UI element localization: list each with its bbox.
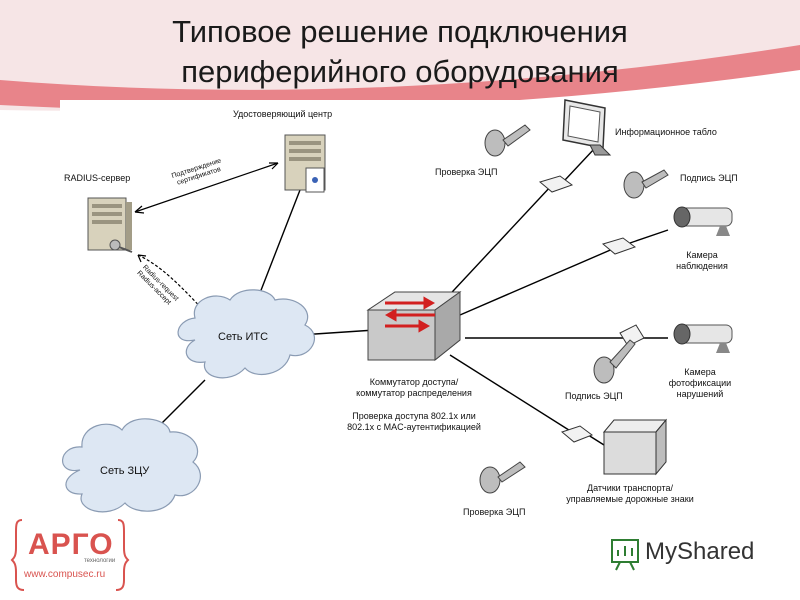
check-ecp-top-label: Проверка ЭЦП — [435, 167, 498, 177]
connections — [144, 147, 669, 446]
argo-logo-text: АРГО — [28, 528, 114, 561]
camera-observation-icon — [673, 206, 733, 236]
sensor-box-icon — [602, 418, 668, 476]
logo-url: www.compusec.ru — [24, 569, 106, 580]
adapter-icons — [538, 175, 645, 443]
key-icon-mid — [593, 339, 636, 384]
zcu-network-label: Сеть ЗЦУ — [100, 465, 150, 477]
line-switch-sensors — [449, 354, 573, 433]
radius-server-label: RADIUS-сервер — [64, 173, 131, 183]
slide-title: Типовое решение подключения периферийног… — [0, 12, 800, 92]
myshared-icon — [611, 539, 639, 571]
header-swoosh-accent — [0, 45, 800, 111]
ca-server-label: Удостоверяющий центр — [233, 109, 333, 119]
radius-server-icon — [87, 197, 132, 251]
argo-logo-mark — [10, 519, 130, 591]
switch-label: Коммутатор доступа/ коммутатор распредел… — [334, 377, 494, 399]
myshared-watermark: MyShared — [645, 538, 755, 565]
sensors-line-2: управляемые дорожные знаки — [566, 494, 694, 504]
key-icon-top-left — [484, 124, 531, 157]
title-line-2: периферийного оборудования — [181, 54, 619, 89]
access-check-label: Проверка доступа 802.1x или 802.1x с MAC… — [326, 411, 502, 433]
switch-label-line-2: коммутатор распределения — [356, 388, 472, 398]
line-switch-camobs — [459, 247, 616, 316]
info-board-label: Информационное табло — [615, 127, 717, 137]
arrow-radius-head-b — [137, 254, 147, 263]
arrow-cert-head-a — [269, 162, 279, 170]
line-camobs-adapter — [629, 229, 669, 244]
line-switch-board — [439, 184, 553, 306]
argo-logo-sub: технологии — [84, 558, 116, 564]
camera-observation-label: Камера наблюдения — [672, 250, 732, 272]
title-line-1: Типовое решение подключения — [172, 14, 628, 49]
arrow-cert — [134, 162, 279, 213]
sign-ecp-top-label: Подпись ЭЦП — [680, 173, 738, 183]
its-cloud — [177, 289, 316, 379]
arrow-radius — [137, 254, 206, 313]
line-board-adapter — [564, 147, 596, 181]
its-network-label: Сеть ИТС — [218, 331, 269, 343]
switch-label-line-1: Коммутатор доступа/ — [369, 377, 459, 387]
key-icon-top-right — [623, 169, 669, 199]
camera-fixation-label: Камера фотофиксации нарушений — [660, 367, 740, 400]
camera-fixation-icon — [673, 323, 733, 353]
monitor-icon — [562, 99, 612, 156]
camera-fixation-line-2: фотофиксации — [668, 378, 732, 388]
line-its-ca — [257, 189, 301, 299]
camera-fixation-line-3: нарушений — [676, 389, 724, 399]
zcu-cloud — [62, 418, 201, 513]
access-check-line-1: Проверка доступа 802.1x или — [352, 411, 476, 421]
key-icon-bottom — [479, 461, 526, 494]
ca-server-icon — [284, 134, 326, 193]
camera-observation-line-2: наблюдения — [676, 261, 728, 271]
sensors-label: Датчики транспорта/ управляемые дорожные… — [552, 483, 708, 505]
camera-observation-line-1: Камера — [686, 250, 718, 260]
sign-ecp-mid-label: Подпись ЭЦП — [565, 391, 623, 401]
switch-icon — [366, 291, 462, 362]
radius-key-icon — [109, 239, 133, 253]
sensors-line-1: Датчики транспорта/ — [586, 483, 674, 493]
camera-fixation-line-1: Камера — [684, 367, 716, 377]
check-ecp-bottom-label: Проверка ЭЦП — [463, 507, 526, 517]
key-icons — [479, 124, 669, 494]
access-check-line-2: 802.1x с MAC-аутентификацией — [347, 422, 481, 432]
arrow-cert-head-b — [134, 205, 145, 214]
